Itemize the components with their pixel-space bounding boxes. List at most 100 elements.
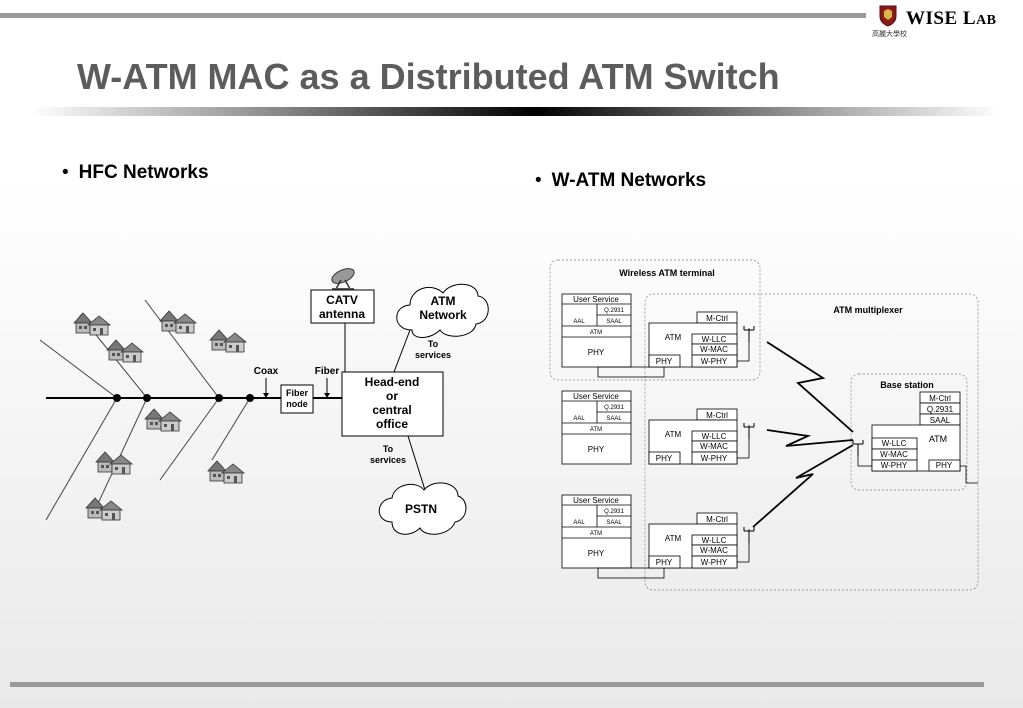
- bottom-divider-bar: [10, 682, 984, 687]
- house-icon: [106, 339, 144, 363]
- mux-atm-label: ATM: [665, 333, 682, 342]
- mctrl-label: M-Ctrl: [706, 515, 728, 524]
- headend-label-line3: central: [372, 403, 411, 417]
- terminal-protocol-stack: User Service Q.2931 AAL SAAL ATM PHY: [561, 494, 665, 579]
- satellite-dish-icon: [331, 268, 355, 291]
- atm-network-cloud: [396, 283, 489, 338]
- fiber-node-box: [280, 384, 314, 414]
- bs-saal-label: SAAL: [930, 416, 951, 425]
- hfc-network-diagram: Coax Fiber node Fiber Head-end or centra…: [39, 268, 489, 535]
- aal-label: AAL: [573, 416, 585, 422]
- watm-network-diagram: Wireless ATM terminal ATM multiplexer Ba…: [549, 259, 979, 591]
- mux-protocol-stack: M-Ctrl ATM W-LLC W-MAC W-PHY PHY: [648, 311, 750, 368]
- headend-label-line1: Head-end: [365, 375, 420, 389]
- wmac-label: W-MAC: [700, 345, 728, 354]
- fiber-label: Fiber: [315, 366, 340, 377]
- branch-line: [94, 397, 148, 511]
- wllc-label: W-LLC: [702, 335, 727, 344]
- branch-line: [45, 397, 118, 521]
- pstn-cloud: [378, 482, 467, 535]
- mux-phy-label: PHY: [656, 357, 673, 366]
- wireless-terminal-title: Wireless ATM terminal: [619, 268, 714, 278]
- branch-line: [144, 299, 220, 399]
- logo-wordmark: WISE LAB: [906, 8, 997, 29]
- saal-label: SAAL: [606, 319, 622, 325]
- coax-label: Coax: [254, 366, 279, 377]
- house-icon: [95, 451, 133, 475]
- house-icon: [207, 460, 245, 484]
- branch-line: [211, 397, 251, 461]
- aal-label: AAL: [573, 319, 585, 325]
- atm-label: ATM: [590, 427, 602, 433]
- headend-label-line2: or: [386, 389, 398, 403]
- fiber-node-label-line2: node: [286, 399, 308, 409]
- pstn-link: [407, 435, 426, 491]
- catv-label-line1: CATV: [326, 293, 358, 307]
- mux-protocol-stack: M-Ctrl ATM W-LLC W-MAC W-PHY PHY: [648, 408, 750, 465]
- house-icon: [73, 312, 111, 336]
- bs-q2931-label: Q.2931: [927, 405, 954, 414]
- atm-network-link: [393, 329, 411, 373]
- mux-protocol-stack: M-Ctrl ATM W-LLC W-MAC W-PHY PHY: [648, 512, 750, 569]
- base-station-group: [850, 373, 968, 491]
- atm-multiplexer-title: ATM multiplexer: [833, 305, 903, 315]
- wmac-label: W-MAC: [700, 546, 728, 555]
- atm-label: ATM: [590, 330, 602, 336]
- saal-label: SAAL: [606, 520, 622, 526]
- q2931-label: Q.2931: [604, 308, 624, 314]
- atm-label: ATM: [590, 531, 602, 537]
- atm-network-label-line2: Network: [419, 308, 467, 322]
- terminal-protocol-stack: User Service Q.2931 AAL SAAL ATM PHY: [561, 293, 665, 378]
- base-station-antenna-icon: [852, 439, 864, 457]
- user-service-label: User Service: [573, 295, 619, 304]
- arrow-head: [324, 393, 330, 398]
- mctrl-label: M-Ctrl: [706, 314, 728, 323]
- bs-phy-label: PHY: [936, 461, 953, 470]
- bs-mctrl-label: M-Ctrl: [929, 394, 951, 403]
- terminal-protocol-stack: User Service Q.2931 AAL SAAL ATM PHY: [561, 390, 632, 465]
- title-underline-bar: [30, 107, 1000, 116]
- to-services-2-line1: To: [383, 444, 394, 454]
- phy-label: PHY: [588, 549, 605, 558]
- bs-wphy-label: W-PHY: [881, 461, 908, 470]
- house-icon: [85, 497, 123, 521]
- atm-network-label-line1: ATM: [430, 294, 455, 308]
- wllc-label: W-LLC: [702, 432, 727, 441]
- arrow-head: [263, 393, 269, 398]
- bs-wllc-label: W-LLC: [882, 439, 907, 448]
- tap-node: [246, 394, 254, 402]
- top-divider-bar: [0, 13, 866, 18]
- wllc-label: W-LLC: [702, 536, 727, 545]
- wise-lab-logo: WISE LAB 高麗大學校: [872, 3, 1016, 41]
- q2931-label: Q.2931: [604, 509, 624, 515]
- mux-atm-label: ATM: [665, 430, 682, 439]
- base-station-title: Base station: [880, 380, 934, 390]
- to-services-2-line2: services: [370, 455, 406, 465]
- wphy-label: W-PHY: [701, 357, 728, 366]
- university-crest-icon: [879, 5, 897, 27]
- wphy-label: W-PHY: [701, 558, 728, 567]
- aal-label: AAL: [573, 520, 585, 526]
- branch-line: [159, 397, 220, 481]
- wphy-label: W-PHY: [701, 454, 728, 463]
- wireless-link-1: [766, 341, 854, 433]
- q2931-label: Q.2931: [604, 405, 624, 411]
- mux-phy-label: PHY: [656, 558, 673, 567]
- to-services-1-line2: services: [415, 350, 451, 360]
- headend-label-line4: office: [376, 417, 408, 431]
- wireless-link-3: [752, 444, 854, 528]
- catv-antenna-box: [310, 289, 375, 324]
- pstn-label: PSTN: [405, 502, 437, 516]
- catv-label-line2: antenna: [319, 307, 365, 321]
- to-services-1-line1: To: [428, 339, 439, 349]
- logo-subtext: 高麗大學校: [872, 31, 907, 38]
- saal-label: SAAL: [606, 416, 622, 422]
- fiber-node-label-line1: Fiber: [286, 388, 309, 398]
- mux-atm-label: ATM: [665, 534, 682, 543]
- bs-wmac-label: W-MAC: [880, 450, 908, 459]
- phy-label: PHY: [588, 445, 605, 454]
- wireless-link-2: [766, 429, 854, 447]
- wmac-label: W-MAC: [700, 442, 728, 451]
- slide-title: W-ATM MAC as a Distributed ATM Switch: [77, 56, 780, 97]
